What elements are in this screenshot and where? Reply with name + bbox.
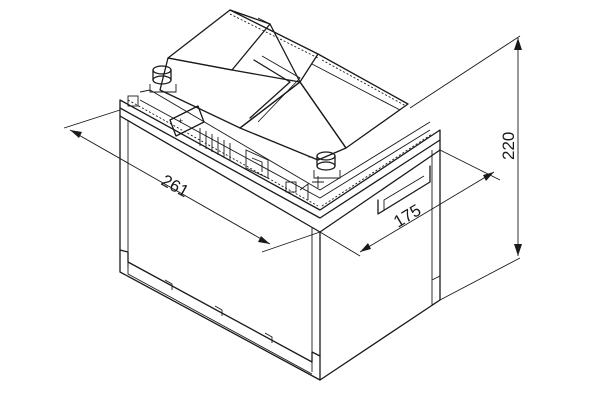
carry-handle-bracket bbox=[169, 105, 205, 137]
length-dimension: 261 bbox=[63, 109, 321, 253]
length-dimension-line bbox=[69, 129, 271, 245]
width-dimension-line bbox=[359, 171, 495, 253]
height-extension-top bbox=[409, 35, 521, 109]
negative-symbol: − bbox=[308, 152, 313, 162]
length-arrow-end bbox=[258, 236, 270, 244]
negative-terminal: − bbox=[308, 151, 341, 179]
positive-terminal: + bbox=[149, 65, 183, 126]
height-arrow-top bbox=[514, 38, 522, 50]
height-arrow-bottom bbox=[514, 244, 522, 256]
positive-symbol: + bbox=[178, 116, 183, 126]
lid-rim bbox=[119, 99, 441, 211]
rear-right-cover bbox=[299, 53, 409, 149]
central-vent-channel bbox=[249, 59, 291, 119]
height-dimension: 220 bbox=[409, 35, 522, 301]
length-extension-left bbox=[63, 109, 121, 129]
polarity-marker bbox=[312, 176, 324, 188]
battery-body bbox=[119, 99, 441, 381]
front-right-cover bbox=[239, 81, 347, 161]
side-face bbox=[319, 149, 441, 381]
width-extension-rear bbox=[439, 149, 501, 181]
height-extension-bottom bbox=[439, 257, 521, 301]
side-handle-recess bbox=[377, 165, 431, 215]
battery-lid bbox=[127, 9, 433, 207]
length-extension-right bbox=[261, 231, 321, 253]
height-label: 220 bbox=[499, 132, 518, 160]
length-arrow-start bbox=[70, 130, 82, 138]
width-arrow-end bbox=[483, 172, 494, 181]
lid-rim-lower bbox=[119, 107, 441, 219]
lid-ribs-left bbox=[199, 128, 231, 161]
width-dimension: 175 bbox=[319, 149, 501, 257]
base-foot bbox=[119, 249, 321, 363]
width-extension-front bbox=[319, 231, 361, 257]
width-label: 175 bbox=[390, 201, 424, 232]
width-arrow-start bbox=[360, 243, 371, 252]
